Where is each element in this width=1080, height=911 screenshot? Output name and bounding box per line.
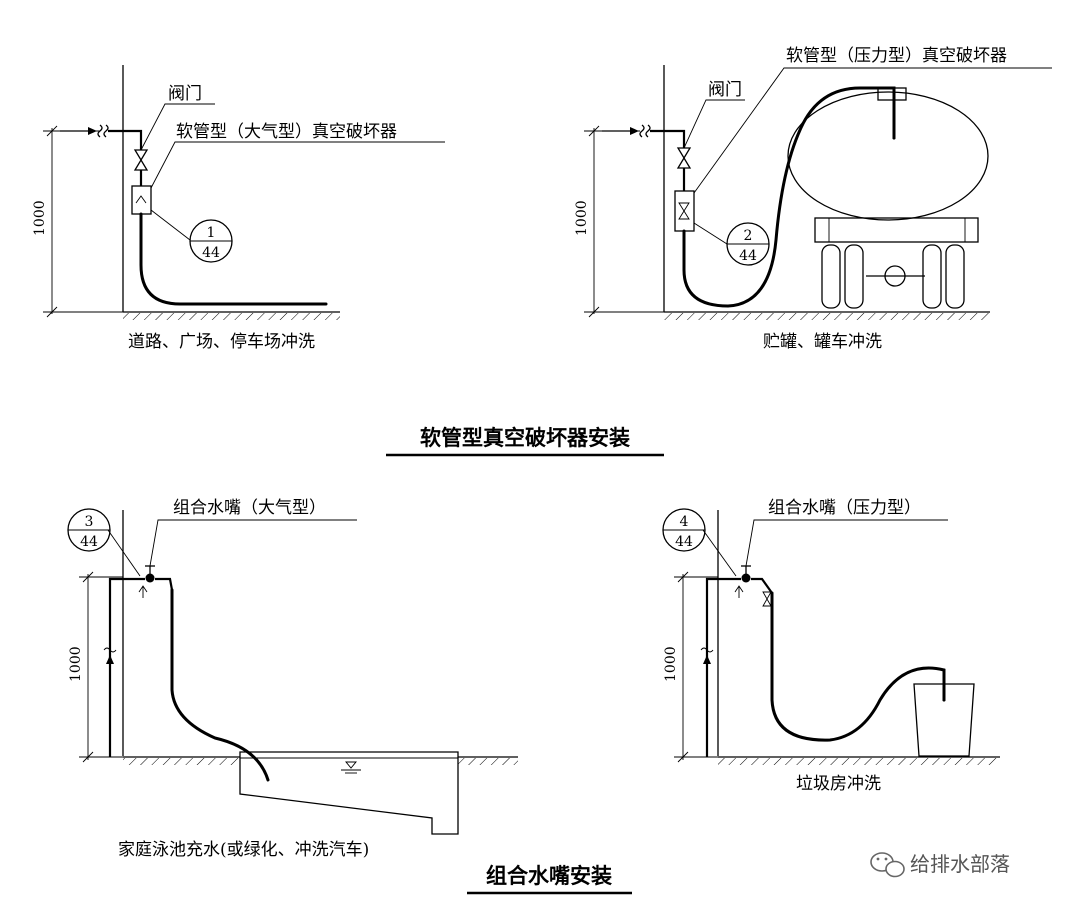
- bottom-right-detail: 1000 4 44: [662, 498, 1000, 794]
- detail-callout: 3 44: [67, 508, 111, 552]
- tank-hatch: [877, 87, 907, 101]
- dimension-label: 1000: [663, 646, 679, 682]
- dimension-line: 1000: [68, 571, 123, 763]
- bottom-left-detail: 1000: [67, 498, 518, 860]
- detail-callout: 4 44: [662, 508, 706, 552]
- check-valve-symbol: [762, 591, 772, 607]
- detail-callout: 1 44: [189, 219, 233, 263]
- dimension-label: 1000: [68, 646, 84, 682]
- top-right-detail: 1000: [574, 46, 1052, 352]
- supply-pipe: [60, 124, 143, 150]
- tank-body: [787, 91, 989, 221]
- wechat-icon: [870, 852, 905, 878]
- watermark-text: 给排水部落: [910, 852, 1010, 876]
- wheel: [821, 244, 841, 309]
- ground-hatch: [718, 756, 1000, 765]
- axle-hub: [884, 265, 906, 287]
- breaker-label: 软管型（压力型）真空破坏器: [786, 46, 1007, 66]
- valve-label: 阀门: [168, 84, 202, 104]
- callout-number: 3: [85, 514, 94, 530]
- dimension-label: 1000: [574, 200, 590, 236]
- wheel: [945, 244, 965, 309]
- ground-hatch: [664, 311, 990, 320]
- callout-leader: [702, 529, 737, 577]
- combination-faucet: [138, 565, 174, 598]
- breaker-label: 软管型（大气型）真空破坏器: [176, 122, 397, 142]
- caption: 贮罐、罐车冲洗: [763, 332, 882, 352]
- dimension-line: 1000: [574, 125, 664, 318]
- faucet-label: 组合水嘴（大气型）: [173, 498, 326, 518]
- wheel: [922, 244, 942, 309]
- faucet-label: 组合水嘴（压力型）: [768, 498, 921, 518]
- section-title: 软管型真空破坏器安装: [420, 426, 630, 450]
- detail-callout: 2 44: [726, 222, 770, 266]
- water-level-symbol: [341, 761, 361, 774]
- callout-number: 4: [680, 514, 689, 530]
- valve-symbol: [676, 147, 692, 191]
- top-left-detail: 1000 1 44: [32, 65, 445, 352]
- truck-chassis: [814, 217, 979, 243]
- callout-number: 1: [207, 225, 216, 241]
- section-title-faucet: 组合水嘴安装: [467, 864, 632, 895]
- caption: 道路、广场、停车场冲洗: [128, 332, 315, 352]
- vacuum-breaker: [131, 185, 152, 215]
- breaker-leader: [693, 67, 1052, 194]
- tanker-truck: [787, 86, 989, 309]
- ground-hatch: [123, 756, 518, 765]
- callout-sheet: 44: [739, 248, 757, 264]
- faucet-leader: [745, 519, 948, 567]
- dimension-line: 1000: [32, 125, 123, 318]
- callout-number: 2: [744, 228, 753, 244]
- hose: [770, 591, 946, 742]
- hose: [682, 86, 896, 308]
- section-title: 组合水嘴安装: [486, 864, 612, 888]
- callout-leader: [150, 209, 191, 241]
- breaker-leader: [150, 141, 445, 189]
- callout-sheet: 44: [675, 534, 693, 550]
- callout-leader: [693, 222, 728, 245]
- hose: [170, 588, 270, 782]
- callout-sheet: 44: [80, 534, 98, 550]
- hose: [139, 212, 328, 306]
- callout-leader: [107, 529, 141, 577]
- dimension-label: 1000: [32, 200, 48, 236]
- watermark: 给排水部落: [870, 852, 1010, 878]
- caption: 垃圾房冲洗: [796, 774, 881, 794]
- section-title-hose-breaker: 软管型真空破坏器安装: [386, 426, 664, 457]
- supply-pipe: [602, 124, 686, 148]
- supply-riser: [103, 577, 145, 757]
- ground-hatch: [123, 311, 340, 320]
- faucet-leader: [149, 519, 357, 567]
- wheel: [844, 244, 864, 309]
- caption: 家庭泳池充水(或绿化、冲洗汽车): [118, 840, 369, 860]
- valve-leader: [683, 99, 745, 149]
- swimming-pool: [239, 751, 459, 835]
- valve-label: 阀门: [708, 80, 742, 100]
- combination-faucet: [734, 565, 773, 607]
- valve-leader: [140, 103, 215, 151]
- callout-sheet: 44: [202, 245, 220, 261]
- valve-symbol: [133, 149, 149, 186]
- dimension-line: 1000: [663, 571, 718, 763]
- bucket: [913, 668, 975, 757]
- vacuum-breaker: [674, 190, 695, 232]
- supply-riser: [700, 577, 741, 757]
